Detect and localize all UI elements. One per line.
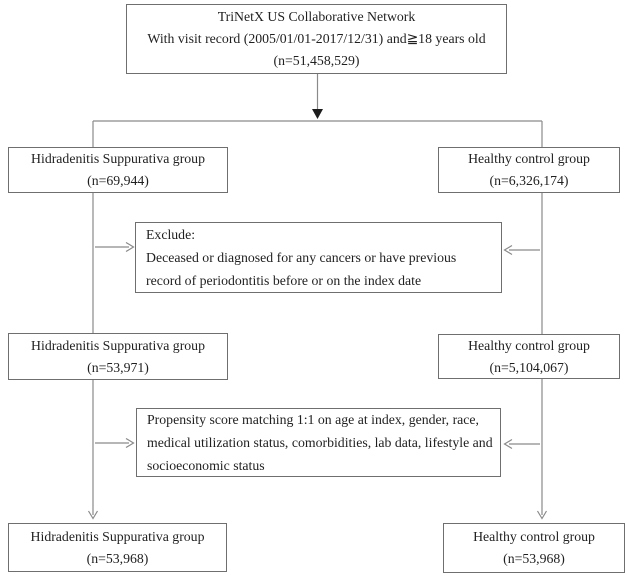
node-hc-group-initial: Healthy control group (n=6,326,174) (438, 147, 620, 193)
hs-after-label: Hidradenitis Suppurativa group (31, 337, 205, 353)
hs-matched-count: (n=53,968) (86, 550, 149, 566)
matching-line-3: socioeconomic status (147, 458, 265, 473)
hc-after-count: (n=5,104,067) (489, 359, 569, 375)
hc-matched-count: (n=53,968) (503, 551, 565, 566)
arrowhead-matching-right (503, 438, 513, 450)
source-line-2: With visit record (2005/01/01-2017/12/31… (147, 31, 486, 46)
arrowhead-source-down (312, 109, 323, 119)
node-hs-group-matched: Hidradenitis Suppurativa group (n=53,968… (8, 523, 227, 572)
source-line-1: TriNetX US Collaborative Network (217, 9, 416, 24)
node-propensity-matching: Propensity score matching 1:1 on age at … (136, 408, 501, 477)
node-source-population: TriNetX US Collaborative Network With vi… (126, 4, 507, 74)
arrowhead-exclusion-right (503, 244, 513, 256)
hs-initial-label: Hidradenitis Suppurativa group (31, 151, 205, 166)
node-hc-group-matched: Healthy control group (n=53,968) (443, 523, 625, 573)
hs-matched-label: Hidradenitis Suppurativa group (30, 528, 205, 544)
hs-after-count: (n=53,971) (87, 359, 149, 375)
source-count: (n=51,458,529) (273, 53, 360, 68)
node-exclusion-criteria: Exclude: Deceased or diagnosed for any c… (135, 222, 502, 293)
exclusion-line-1: Exclude: (146, 227, 196, 242)
exclusion-line-3: record of periodontitis before or on the… (146, 273, 422, 288)
hc-matched-label: Healthy control group (473, 529, 595, 544)
arrowhead-matching-left (125, 437, 135, 449)
matching-line-2: medical utilization status, comorbiditie… (147, 435, 493, 450)
hc-after-label: Healthy control group (468, 337, 590, 353)
hc-initial-count: (n=6,326,174) (489, 173, 569, 188)
node-hs-group-after-exclusion: Hidradenitis Suppurativa group (n=53,971… (8, 333, 228, 380)
matching-line-1: Propensity score matching 1:1 on age at … (147, 412, 479, 427)
exclusion-line-2: Deceased or diagnosed for any cancers or… (146, 250, 457, 265)
node-hs-group-initial: Hidradenitis Suppurativa group (n=69,944… (8, 147, 228, 193)
arrowhead-exclusion-left (125, 241, 135, 253)
hc-initial-label: Healthy control group (468, 151, 590, 166)
arrowhead-hc-matched-down (536, 510, 548, 520)
arrowhead-hs-matched-down (87, 510, 99, 520)
hs-initial-count: (n=69,944) (87, 173, 149, 188)
node-hc-group-after-exclusion: Healthy control group (n=5,104,067) (438, 334, 620, 379)
